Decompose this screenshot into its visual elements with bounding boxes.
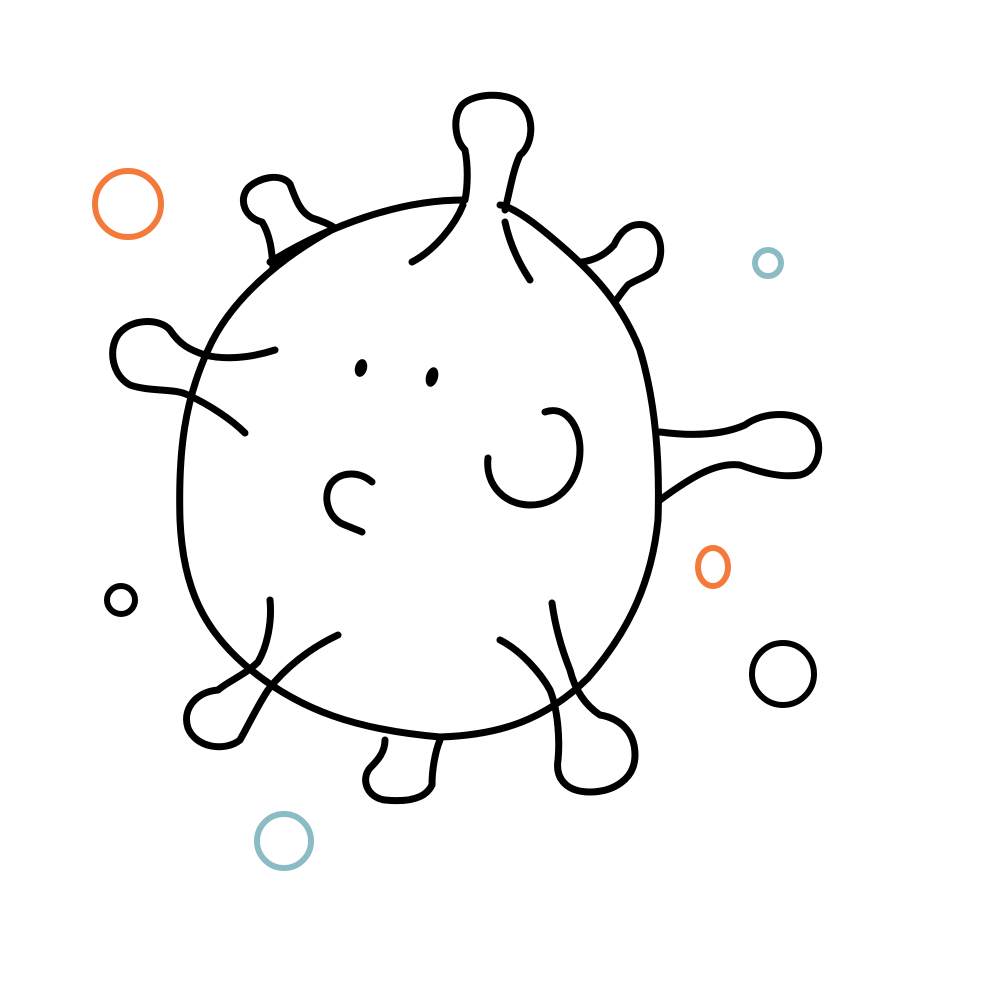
left-eye: [354, 359, 368, 377]
body-spot-large: [484, 407, 584, 509]
spike-upper-left: [240, 173, 339, 272]
spike-top-inner-right: [501, 218, 534, 284]
bubble-black-medium: [749, 640, 817, 708]
spike-upper-right: [578, 220, 665, 306]
spike-top: [452, 91, 535, 214]
bubble-orange-large: [92, 168, 164, 240]
bubble-blue-small: [752, 247, 784, 279]
bubble-blue-medium: [254, 811, 314, 871]
body-spot-small: [323, 470, 376, 536]
spike-right: [656, 411, 823, 504]
bubble-orange-small: [695, 545, 731, 589]
virus-icon: [109, 91, 823, 805]
spike-bottom: [362, 736, 444, 805]
floating-bubbles: [92, 168, 817, 871]
spike-top-inner-left: [408, 201, 467, 266]
spike-left: [109, 318, 279, 437]
virus-body-outline: [176, 196, 662, 741]
right-eye: [425, 367, 439, 387]
bubble-black-small: [104, 583, 138, 617]
spike-lower-left: [183, 596, 342, 751]
spike-lower-right: [496, 599, 639, 796]
